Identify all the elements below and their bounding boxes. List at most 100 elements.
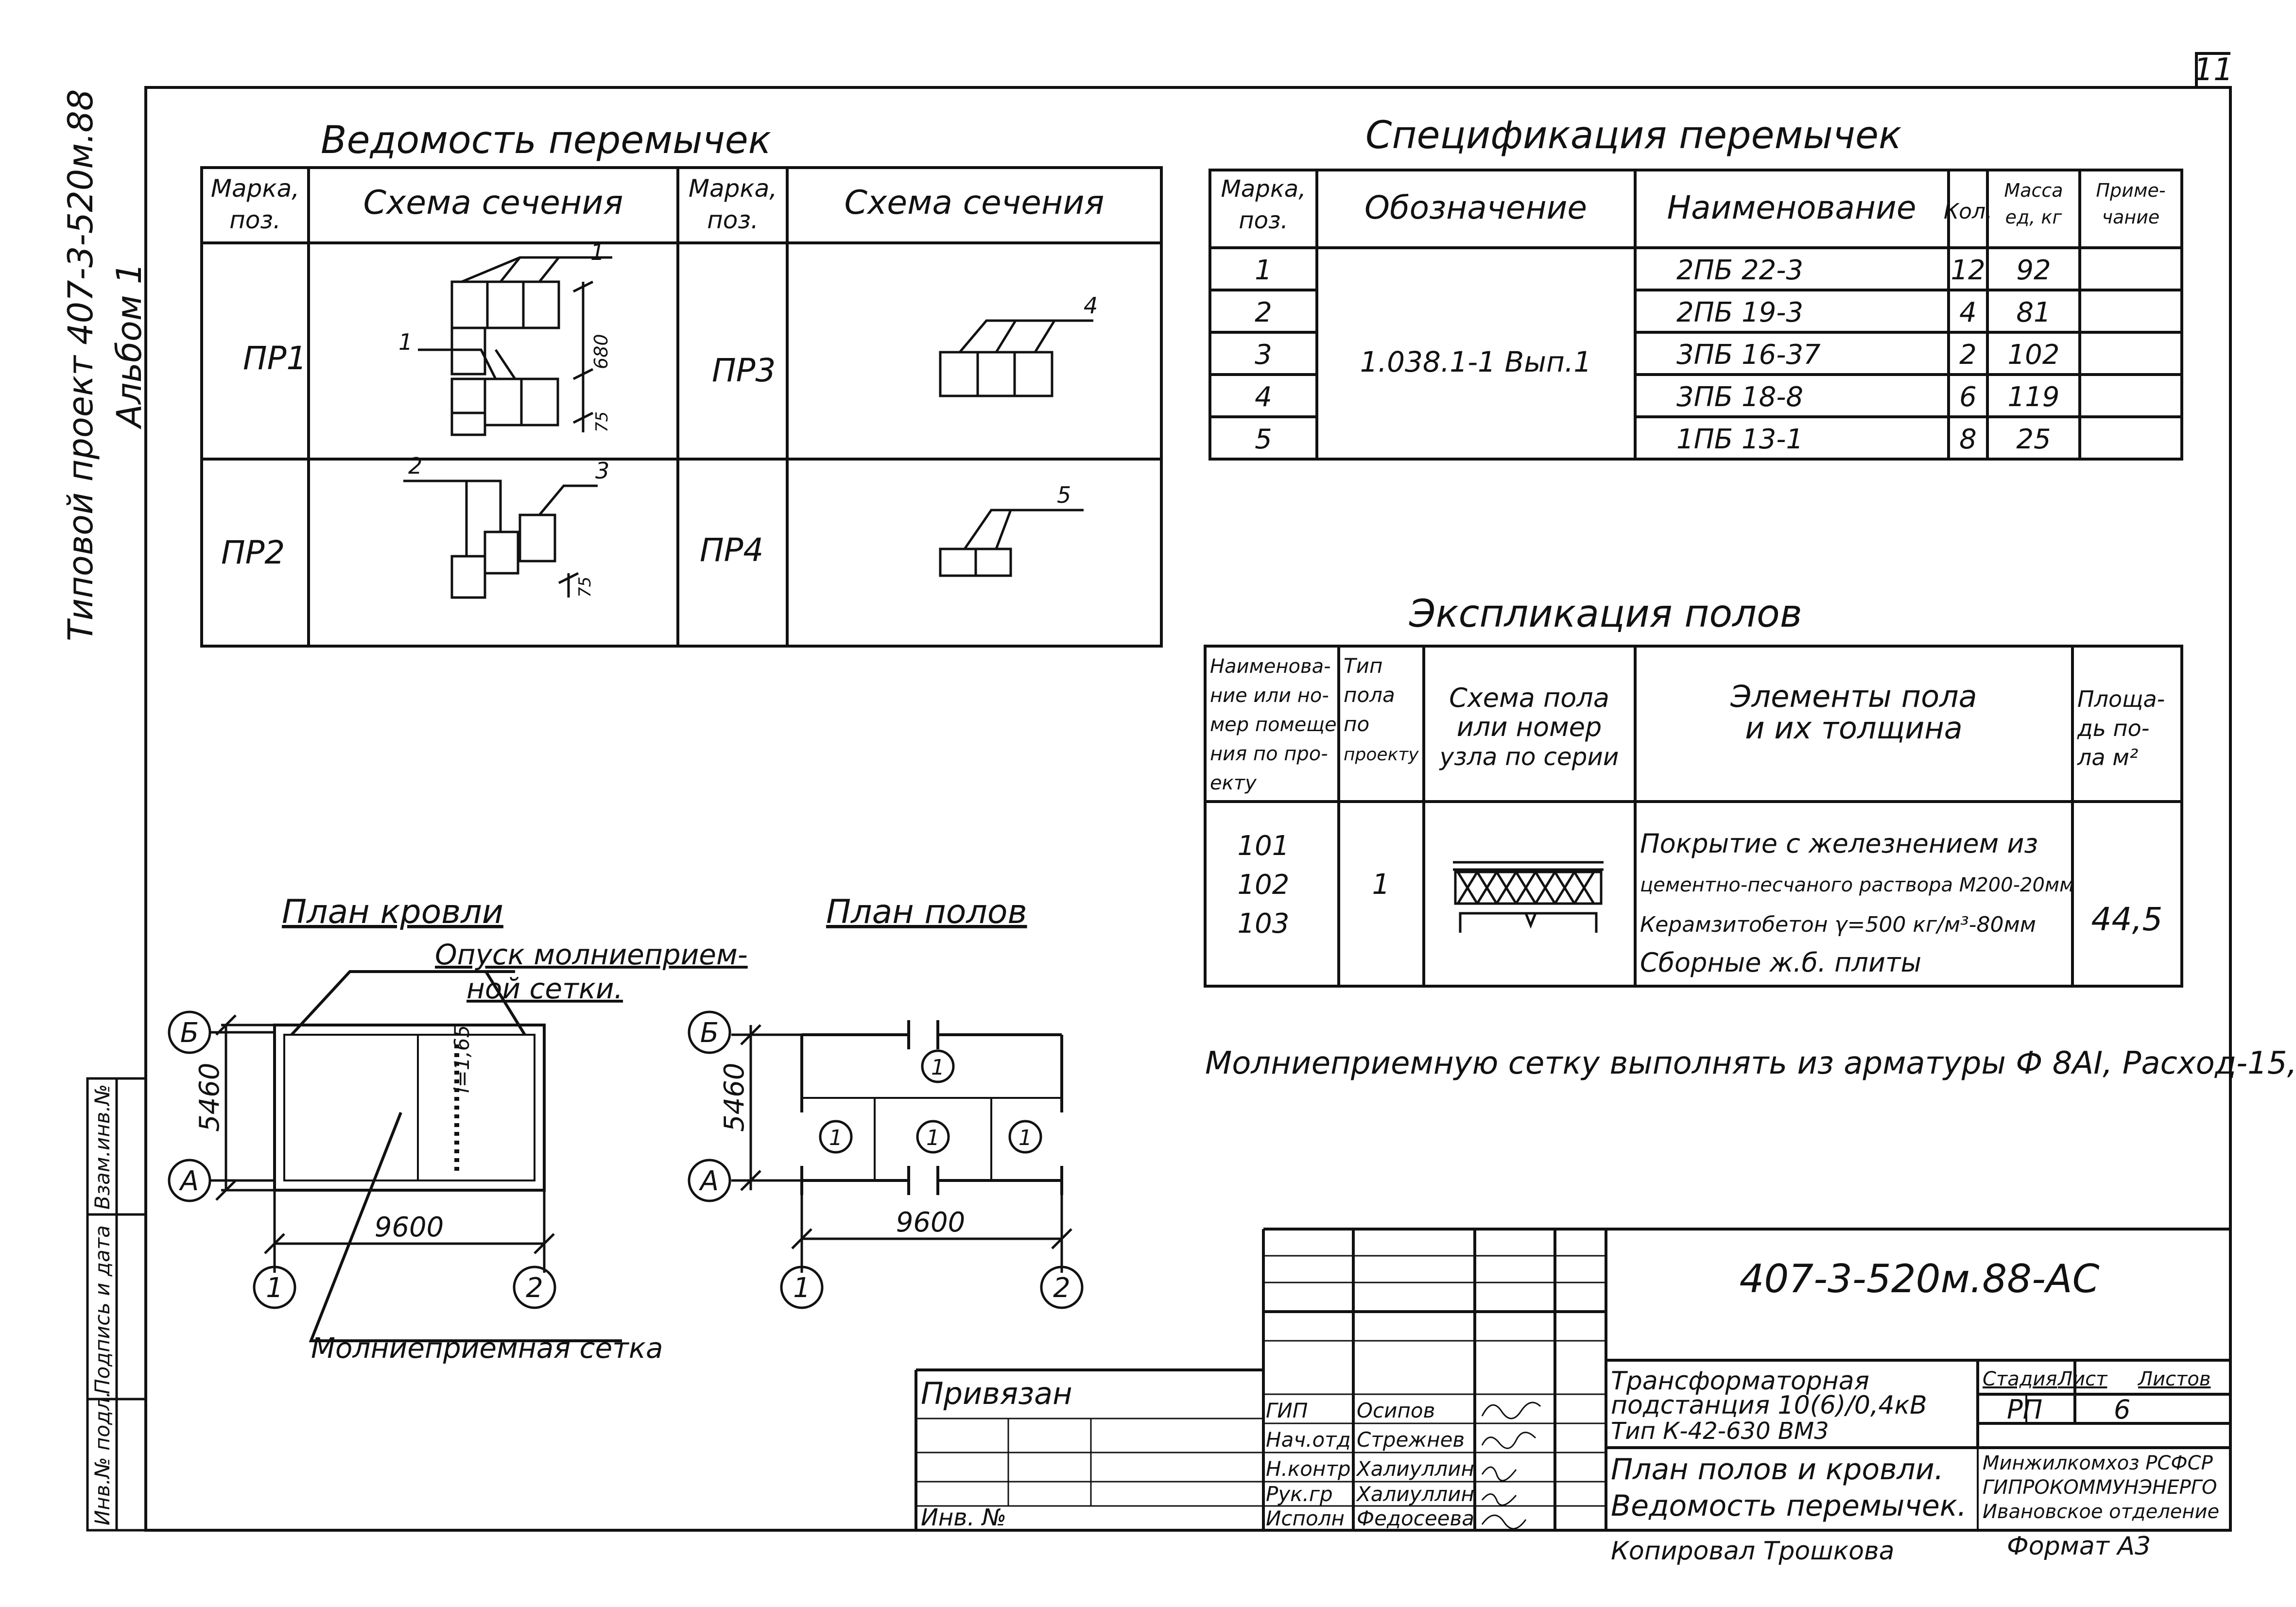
svg-text:поз.: поз. (229, 206, 281, 234)
sheet-title-1: План полов и кровли. (1611, 1453, 1944, 1487)
sheets-label: Листов (2137, 1368, 2210, 1390)
spec-header-note: Приме- (2096, 180, 2165, 201)
roof-plan-title: План кровли (282, 893, 503, 931)
pr4-callout: 5 (1057, 482, 1071, 508)
svg-text:102: 102 (2008, 339, 2060, 371)
svg-text:Площа-: Площа- (2077, 686, 2165, 712)
svg-text:узла по серии: узла по серии (1439, 743, 1619, 771)
floor-expl-header-scheme: Схема пола или номер узла по серии (1439, 683, 1619, 771)
role-head-dept: Нач.отд (1266, 1428, 1351, 1452)
svg-text:ла м²: ла м² (2077, 744, 2138, 770)
roof-axis-left: 1 (266, 1272, 283, 1304)
svg-text:по: по (1344, 712, 1369, 736)
roof-slope: i=1,65 (450, 1025, 474, 1093)
svg-text:8: 8 (1959, 424, 1977, 455)
floor-room: 101 (1238, 830, 1290, 862)
sheet-value: 6 (2114, 1394, 2130, 1425)
spec-row: 5 1ПБ 13-1 8 25 (1255, 424, 2051, 455)
pr2-callout-left: 2 (408, 453, 422, 479)
lintel-sheet-title: Ведомость перемычек (321, 119, 771, 162)
inv-no-label: Инв. № (921, 1504, 1006, 1531)
pr3-callout: 4 (1084, 292, 1098, 319)
pr4-section-sketch (939, 509, 1084, 577)
stage-value: РП (2007, 1394, 2042, 1425)
svg-text:1: 1 (1255, 255, 1272, 286)
pr3-section-sketch (939, 319, 1093, 397)
left-strip-sign-date: Подпись и дата (90, 1225, 114, 1394)
floor-element: Сборные ж.б. плиты (1640, 947, 1921, 978)
sheet-label: Лист (2057, 1368, 2108, 1390)
bound-label: Привязан (921, 1376, 1072, 1411)
project-line1: Трансформаторная (1611, 1367, 1869, 1396)
lintel-sheet: Ведомость перемычек Марка, поз. Схема се… (200, 119, 1163, 648)
floor-plan-mark: 1 (1019, 1126, 1032, 1150)
side-stamp-line2: Альбом 1 (109, 263, 149, 429)
role-norm-control: Н.контр (1266, 1457, 1351, 1481)
spec-row: 3 3ПБ 16-37 2 102 (1255, 339, 2059, 371)
floor-expl-header-type: Тип пола по проекту (1344, 654, 1419, 765)
svg-text:екту: екту (1210, 772, 1257, 794)
svg-text:Наименова-: Наименова- (1210, 655, 1331, 678)
svg-text:92: 92 (2016, 255, 2051, 286)
svg-text:Схема пола: Схема пола (1449, 683, 1609, 713)
svg-text:3ПБ 18-8: 3ПБ 18-8 (1676, 381, 1803, 413)
title-block: 407-3-520м.88-АС Привязан Инв. № ГИП Нач… (915, 1228, 2230, 1566)
svg-text:2: 2 (1255, 297, 1272, 328)
lintel-mark-pr1: ПР1 (243, 340, 307, 377)
floor-expl-header-room: Наименова- ние или но- мер помеще ния по… (1210, 655, 1337, 794)
name-gip: Осипов (1357, 1399, 1435, 1422)
lintel-header-scheme-1: Схема сечения (363, 184, 623, 222)
svg-text:12: 12 (1951, 255, 1985, 286)
copied-by: Копировал Трошкова (1611, 1537, 1895, 1566)
role-group-lead: Рук.гр (1266, 1482, 1333, 1506)
floor-expl-header-area: Площа- дь по- ла м² (2077, 686, 2165, 770)
roof-plan: План кровли Опуск молниеприем- ной сетки… (168, 893, 748, 1365)
svg-text:поз.: поз. (707, 206, 759, 234)
left-strip-inv-orig: Инв.№ подл. (90, 1391, 114, 1525)
left-strip-replace-inv: Взам.инв.№ (90, 1084, 114, 1210)
project-line2: подстанция 10(6)/0,4кВ (1611, 1391, 1927, 1420)
svg-text:и их толщина: и их толщина (1745, 710, 1963, 746)
svg-text:5: 5 (1255, 424, 1272, 455)
spec-header-designation: Обозначение (1364, 189, 1587, 226)
floor-plan-mark: 1 (931, 1055, 945, 1080)
floor-plan: План полов 1 1 1 1 5460 96 (688, 893, 1084, 1309)
floor-dim-height: 5460 (719, 1062, 750, 1132)
side-stamp-line1: Типовой проект 407-3-520м.88 (61, 89, 101, 641)
floor-type: 1 (1372, 868, 1390, 901)
roof-axis-right: 2 (526, 1272, 543, 1304)
roof-axis-top: Б (180, 1017, 199, 1049)
floor-axis-markers (688, 1010, 1084, 1309)
floor-element: цементно-песчаного раствора М200-20мм (1640, 874, 2074, 896)
spec-row: 2 2ПБ 19-3 4 81 (1255, 297, 2051, 328)
sheet-number: 11 (2193, 52, 2233, 88)
pr1-dim-height: 680 (590, 334, 612, 369)
svg-text:Тип: Тип (1344, 654, 1382, 678)
floor-element: Покрытие с железнением из (1640, 828, 2038, 859)
name-head-dept: Стрежнев (1357, 1428, 1465, 1452)
role-gip: ГИП (1266, 1399, 1308, 1422)
svg-text:25: 25 (2016, 424, 2051, 455)
roof-axis-markers (168, 1010, 556, 1309)
svg-text:поз.: поз. (1239, 207, 1288, 234)
pr2-section-sketch (403, 479, 598, 599)
floor-axis-top: Б (700, 1017, 719, 1049)
svg-text:ед, кг: ед, кг (2005, 206, 2063, 228)
name-group-lead: Халиуллин (1356, 1482, 1474, 1506)
svg-text:3ПБ 16-37: 3ПБ 16-37 (1676, 339, 1821, 371)
sheet-frame (144, 52, 2232, 1532)
stage-label: Стадия (1983, 1368, 2057, 1390)
svg-text:2: 2 (1959, 339, 1977, 371)
pr1-dim-bottom: 75 (592, 411, 612, 432)
lintel-spec-title: Спецификация перемычек (1365, 114, 1901, 157)
drawing-code: 407-3-520м.88-АС (1739, 1256, 2099, 1301)
spec-designation: 1.038.1-1 Вып.1 (1360, 345, 1592, 378)
svg-text:2ПБ 22-3: 2ПБ 22-3 (1676, 255, 1803, 286)
svg-text:6: 6 (1959, 381, 1977, 413)
lintel-header-scheme-2: Схема сечения (845, 184, 1105, 222)
lintel-mark-pr2: ПР2 (221, 534, 285, 571)
project-line3: Тип К-42-630 ВМ3 (1611, 1418, 1829, 1445)
lintel-spec: Спецификация перемычек Марка, поз. Обозн… (1208, 114, 2183, 461)
paper-format: Формат А3 (2007, 1532, 2151, 1561)
svg-text:2ПБ 19-3: 2ПБ 19-3 (1676, 297, 1803, 328)
